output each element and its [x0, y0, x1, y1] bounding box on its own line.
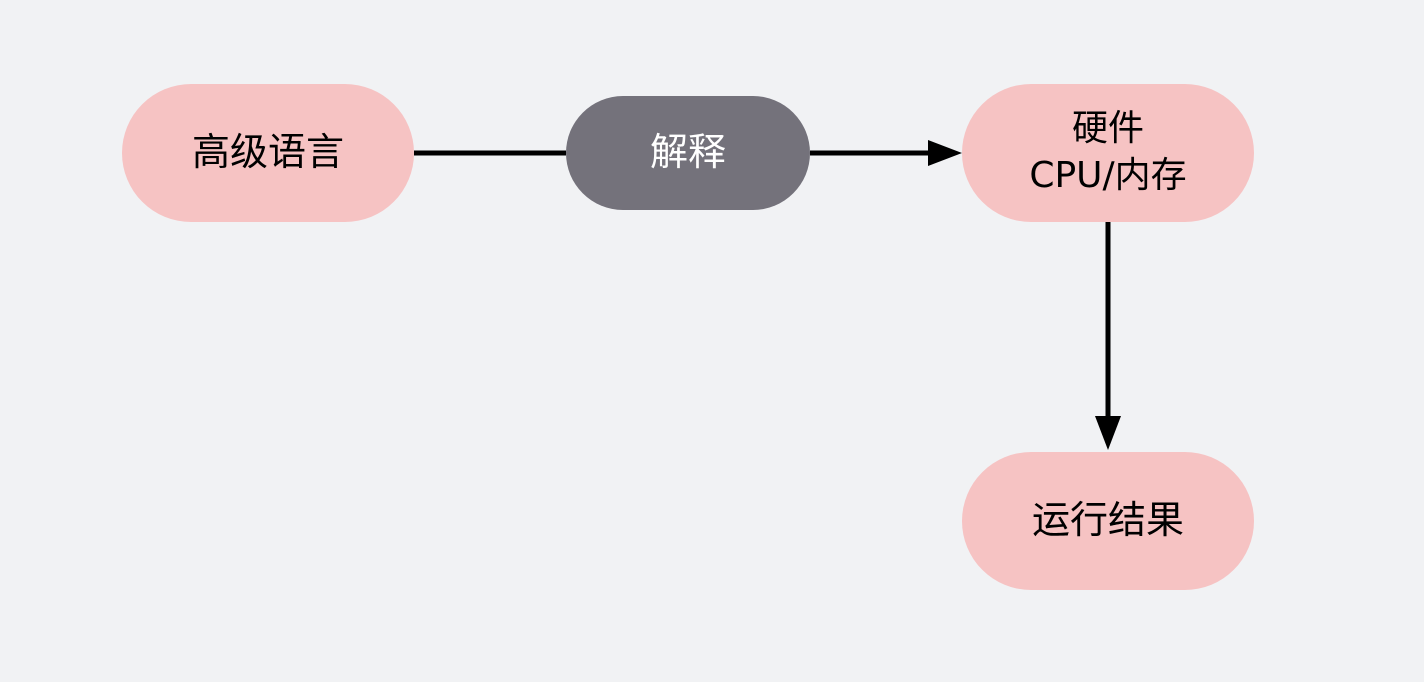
node-label-line-1: 硬件	[1071, 108, 1144, 150]
node-run-result: 运行结果	[962, 452, 1254, 590]
arrowhead-to-hardware	[928, 140, 962, 166]
node-label: 运行结果	[1031, 498, 1184, 543]
node-label-line-2: CPU/内存	[1029, 155, 1187, 196]
node-label: 高级语言	[191, 130, 344, 175]
node-high-level-language: 高级语言	[122, 84, 414, 222]
node-interpret: 解释	[566, 96, 810, 210]
node-hardware: 硬件 CPU/内存	[962, 84, 1254, 222]
node-label: 解释	[649, 130, 726, 175]
arrowhead-to-result	[1095, 416, 1121, 450]
